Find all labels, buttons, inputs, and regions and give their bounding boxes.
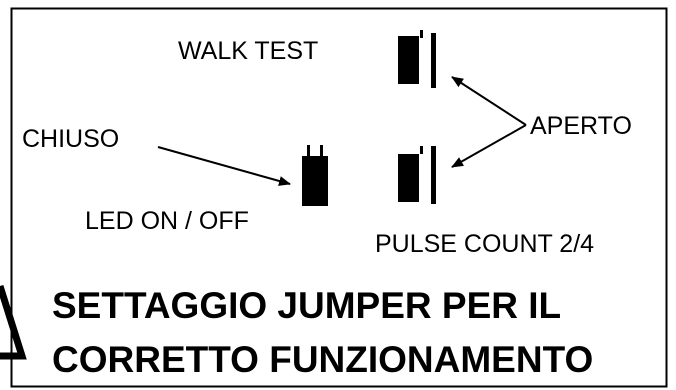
jumper-led-on-off <box>302 145 328 206</box>
arrow-chiuso <box>157 146 291 186</box>
jumper-pin <box>420 146 423 154</box>
jumper-block <box>398 36 419 84</box>
label-led-on-off: LED ON / OFF <box>85 207 249 235</box>
jumper-contact <box>431 33 436 88</box>
jumper-pin <box>320 145 323 158</box>
jumper-pin <box>307 145 310 158</box>
title-line-1: SETTAGGIO JUMPER PER IL <box>52 285 561 326</box>
label-aperto: APERTO <box>530 112 632 140</box>
jumper-block <box>398 154 419 202</box>
arrow-aperto-walk-test <box>451 76 527 126</box>
jumper-walk-test <box>398 30 436 88</box>
jumper-pulse-count <box>398 146 436 204</box>
warning-triangle-icon <box>0 284 27 360</box>
arrow-aperto-pulse-count <box>451 124 527 168</box>
label-pulse-count: PULSE COUNT 2/4 <box>375 230 594 258</box>
jumper-contact <box>431 146 436 204</box>
page-frame <box>10 7 668 388</box>
label-chiuso: CHIUSO <box>22 125 119 153</box>
title-line-2: CORRETTO FUNZIONAMENTO <box>52 339 593 380</box>
jumper-pin <box>420 30 423 38</box>
jumper-block <box>302 156 328 206</box>
label-walk-test: WALK TEST <box>178 37 318 65</box>
